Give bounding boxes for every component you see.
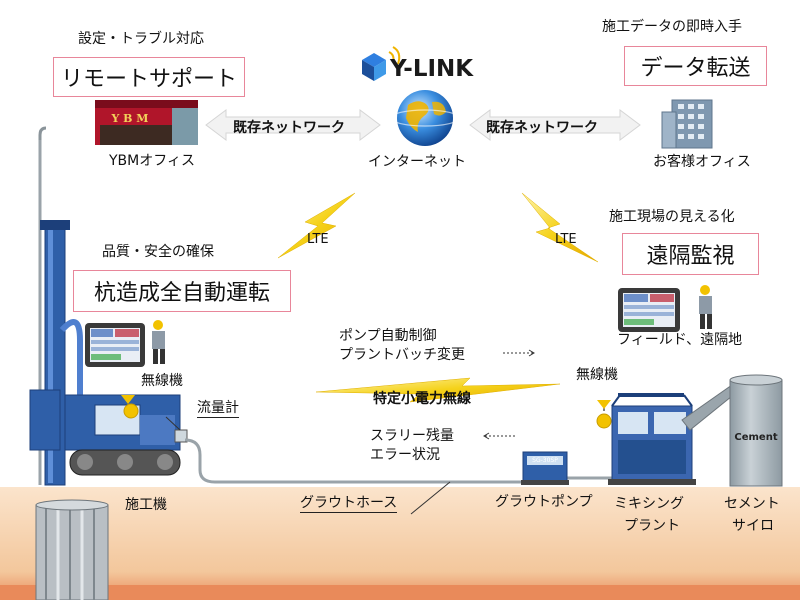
link-arrow-left <box>205 109 381 141</box>
cement-silo-label-line2: サイロ <box>732 518 774 534</box>
hose-leader <box>410 481 451 515</box>
radio-unit-left <box>121 395 139 419</box>
drilling-machine <box>29 220 188 486</box>
machine-label: 施工機 <box>125 497 167 513</box>
quality-safety-caption: 品質・安全の確保 <box>102 244 214 260</box>
lightning-radio <box>315 377 561 403</box>
grout-hose-label: グラウトホース <box>300 495 398 514</box>
remote-support-caption: 設定・トラブル対応 <box>78 31 204 47</box>
flowmeter-leader <box>165 416 181 431</box>
radio-unit-right <box>596 400 612 429</box>
ybm-office-building <box>95 100 198 145</box>
wireless-left-label: 無線機 <box>141 373 183 389</box>
grout-pump <box>521 451 569 485</box>
pump-auto-control-label: ポンプ自動制御 <box>339 328 437 344</box>
site-visualization-caption: 施工現場の見える化 <box>609 209 735 225</box>
wireless-right-label: 無線機 <box>576 367 618 383</box>
plant-batch-change-label: プラントバッチ変更 <box>339 347 465 363</box>
silo-print: Cement <box>734 432 777 443</box>
cement-silo <box>681 374 783 487</box>
lightning-left <box>277 192 356 259</box>
data-transfer-caption: 施工データの即時入手 <box>602 19 742 35</box>
ybm-office-label: YBMオフィス <box>109 153 195 169</box>
worker-left <box>152 320 165 364</box>
remote-monitoring-box: 遠隔監視 <box>622 233 759 275</box>
field-remote-label: フィールド、遠隔地 <box>617 332 743 348</box>
auto-operation-box: 杭造成全自動運転 <box>73 270 291 312</box>
customer-office-label: お客様オフィス <box>653 154 751 170</box>
slurry-remaining-label: スラリー残量 <box>370 428 454 444</box>
customer-office-building <box>661 99 713 149</box>
cement-silo-label-line1: セメント <box>724 496 780 512</box>
ylink-logo-text: Y-LINK <box>390 56 474 82</box>
worker-right <box>699 285 712 329</box>
data-transfer-box: データ転送 <box>624 46 767 86</box>
ybm-sign: Y B M <box>111 112 149 125</box>
network-link-right-label: 既存ネットワーク <box>486 120 598 136</box>
downlink-arrowhead <box>528 349 535 357</box>
lightning-right <box>521 192 599 263</box>
grout-pump-label: グラウトポンプ <box>495 494 593 510</box>
hose-top <box>38 126 47 145</box>
tablet-left <box>85 323 145 367</box>
mixing-plant-label-line1: ミキシング <box>614 496 684 512</box>
ground <box>0 487 800 600</box>
pump-print: SG-30SP <box>532 457 558 464</box>
network-link-left-label: 既存ネットワーク <box>233 120 345 136</box>
uplink-arrowhead <box>483 432 490 440</box>
specified-low-power-radio-label: 特定小電力無線 <box>373 391 471 407</box>
lte-left-label: LTE <box>307 232 329 247</box>
ground-edge <box>0 585 800 600</box>
internet-label: インターネット <box>368 154 466 170</box>
lte-right-label: LTE <box>555 232 577 247</box>
mixing-plant <box>608 393 696 485</box>
casing-pipe <box>35 499 109 600</box>
remote-support-box: リモートサポート <box>53 57 245 97</box>
link-arrow-right <box>469 109 641 141</box>
mixing-plant-label-line2: プラント <box>624 518 680 534</box>
grout-hose-line <box>184 438 547 484</box>
ylink-logo-mark <box>362 46 401 81</box>
tablet-right <box>618 288 680 332</box>
internet-globe <box>390 90 460 146</box>
flowmeter-label: 流量計 <box>197 400 239 419</box>
error-status-label: エラー状況 <box>370 447 440 463</box>
